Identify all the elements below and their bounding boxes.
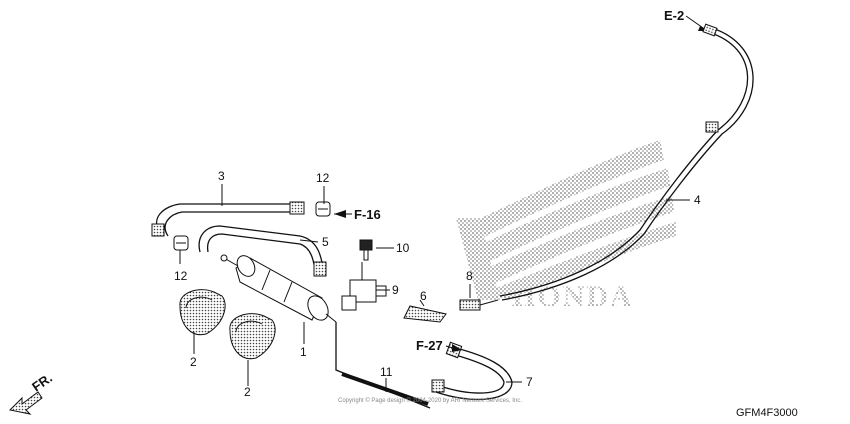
callout-4[interactable]: 4 — [694, 193, 701, 207]
ref-f16[interactable]: F-16 — [334, 207, 381, 222]
ref-f16-label: F-16 — [354, 207, 381, 222]
callout-2-right[interactable]: 2 — [244, 385, 251, 399]
callout-12-bottom[interactable]: 12 — [174, 269, 188, 283]
honda-wing-watermark — [456, 140, 676, 300]
ref-e2-label: E-2 — [664, 8, 684, 23]
solenoid-valve-9 — [341, 262, 387, 311]
hose-7 — [431, 341, 513, 401]
ref-e2[interactable]: E-2 — [664, 8, 708, 31]
honda-wordmark: HONDA — [512, 280, 634, 313]
front-direction-indicator: FR. — [8, 370, 55, 415]
callout-7[interactable]: 7 — [526, 375, 533, 389]
tube-11 — [335, 322, 431, 409]
diagram-code: GFM4F3000 — [736, 407, 798, 419]
callout-2-left[interactable]: 2 — [190, 355, 197, 369]
ref-f27[interactable]: F-27 — [416, 338, 462, 353]
callout-12-top[interactable]: 12 — [316, 171, 330, 185]
ref-f27-label: F-27 — [416, 338, 443, 353]
callout-3[interactable]: 3 — [218, 169, 225, 183]
band-2-left — [179, 289, 226, 336]
hose-6 — [403, 305, 447, 323]
hose-3 — [151, 201, 305, 237]
bolt-10 — [359, 239, 373, 261]
callout-10[interactable]: 10 — [396, 241, 410, 255]
clamp-12-bottom — [173, 235, 189, 251]
callout-1[interactable]: 1 — [300, 345, 307, 359]
front-direction-label: FR. — [29, 370, 55, 394]
copyright-notice: Copyright © Page design © 2004-2020 by A… — [338, 397, 522, 404]
leader-lines — [179, 184, 690, 392]
band-2-right — [229, 313, 276, 360]
callout-11[interactable]: 11 — [380, 365, 393, 379]
callout-8[interactable]: 8 — [466, 269, 473, 283]
callout-6[interactable]: 6 — [420, 289, 427, 303]
callout-5[interactable]: 5 — [322, 235, 329, 249]
hose-5 — [198, 225, 327, 277]
callout-9[interactable]: 9 — [392, 283, 399, 297]
fuel-pump — [220, 254, 337, 323]
vacuum-hose-4 — [499, 23, 754, 301]
clamp-12-top — [315, 201, 331, 217]
fitting-8 — [459, 299, 499, 311]
